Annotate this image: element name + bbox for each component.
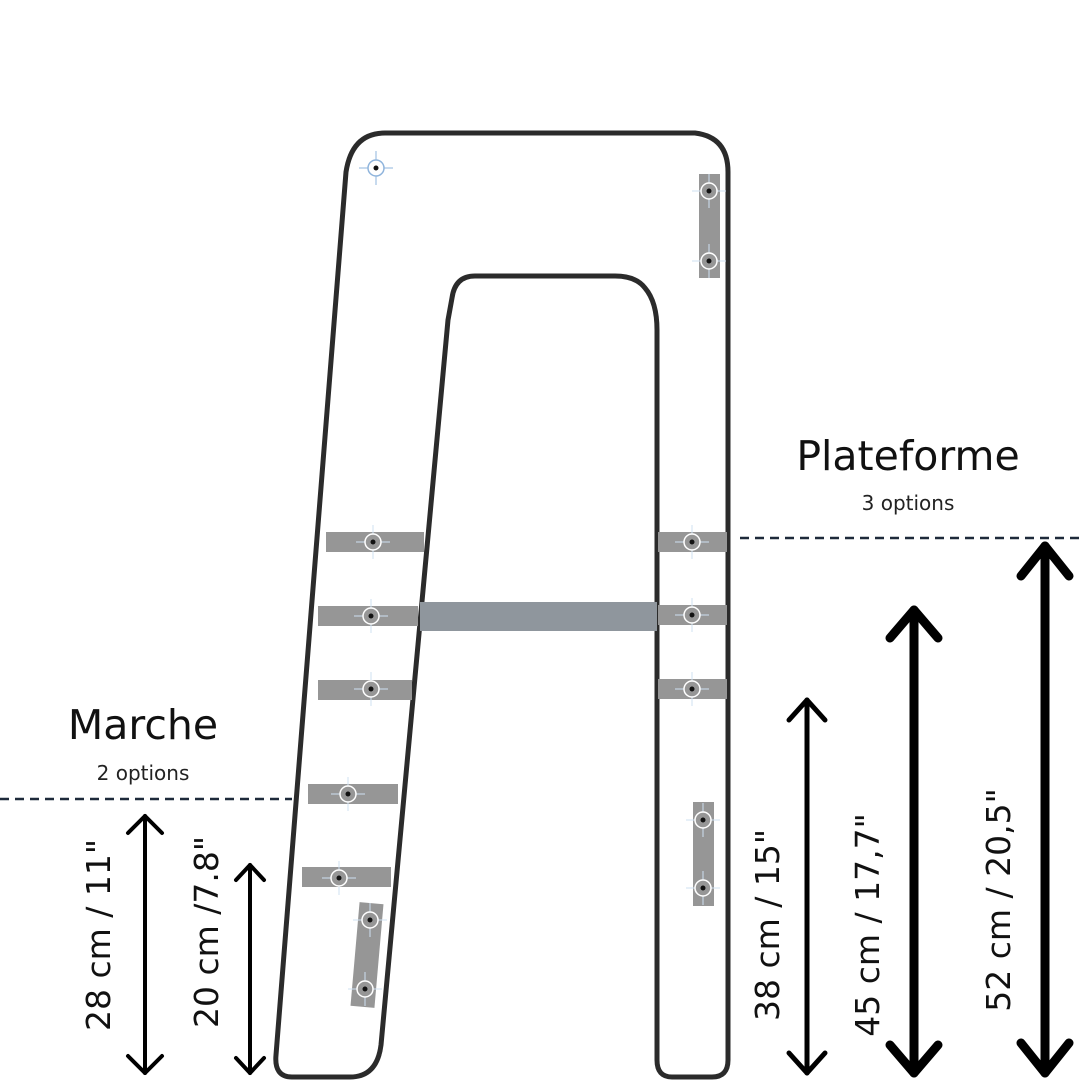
- right-bracket-bottom-vertical: [693, 802, 714, 906]
- screw-icon: [354, 672, 388, 706]
- dimension-label-52cm: 52 cm / 20,5": [979, 788, 1018, 1012]
- screw-icon: [359, 151, 393, 185]
- screw-icon: [692, 174, 726, 208]
- right-bracket-top-vertical: [699, 174, 720, 278]
- screw-icon: [675, 598, 709, 632]
- screw-icon: [348, 972, 382, 1006]
- dimension-arrow-20cm: [234, 863, 266, 1075]
- dimension-label-38cm: 38 cm / 15": [748, 829, 787, 1021]
- step-title: Marche: [68, 701, 218, 749]
- dimension-label-45cm: 45 cm / 17,7": [848, 813, 887, 1037]
- dimension-arrow-52cm: [1016, 541, 1074, 1078]
- platform-crossbar: [420, 602, 657, 631]
- screw-icon: [692, 244, 726, 278]
- screw-icon: [686, 803, 720, 837]
- left-bracket-vertical: [350, 902, 384, 1008]
- step-subtitle: 2 options: [97, 761, 190, 785]
- platform-subtitle: 3 options: [862, 491, 955, 515]
- screw-markers: [322, 151, 726, 1006]
- screw-icon: [675, 672, 709, 706]
- screw-icon: [353, 903, 387, 937]
- dimension-label-20cm: 20 cm /7.8": [187, 836, 226, 1028]
- platform-title: Plateforme: [796, 432, 1019, 480]
- screw-icon: [356, 525, 390, 559]
- dimension-label-28cm: 28 cm / 11": [79, 839, 118, 1031]
- screw-icon: [331, 777, 365, 811]
- screw-icon: [322, 861, 356, 895]
- screw-icon: [686, 871, 720, 905]
- ladder-frame-outline: [273, 130, 731, 1080]
- screw-icon: [354, 599, 388, 633]
- dimension-arrow-38cm: [786, 697, 828, 1076]
- dimension-arrow-45cm: [885, 605, 943, 1078]
- screw-icon: [675, 525, 709, 559]
- dimension-arrow-28cm: [126, 814, 164, 1075]
